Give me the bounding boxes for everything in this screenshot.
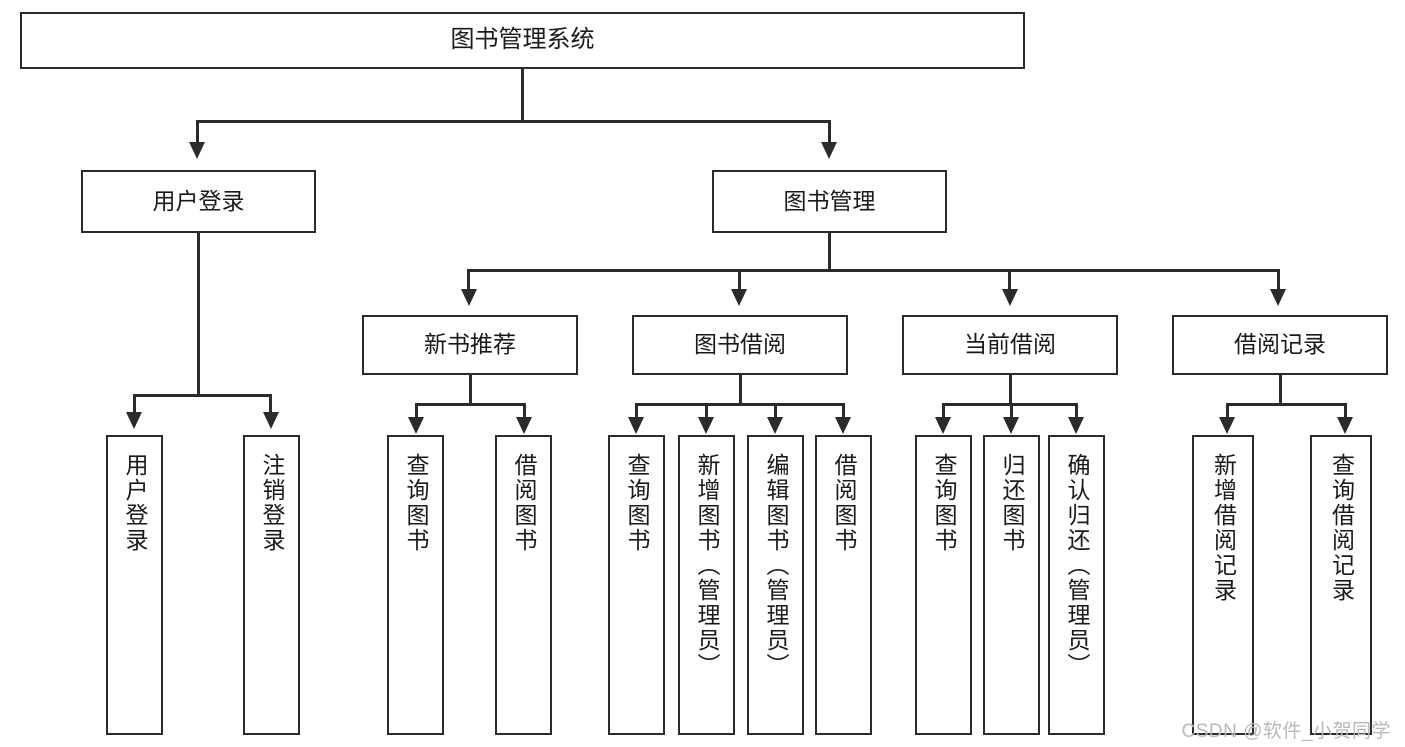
node-leaf-add-book-admin[interactable]: 新增图书（管理员） bbox=[678, 435, 735, 735]
arrow-borrow-record-leaf-2 bbox=[1337, 417, 1353, 434]
connector-user-login-stub-2 bbox=[269, 394, 272, 414]
node-leaf-return-book[interactable]: 归还图书 bbox=[983, 435, 1040, 735]
connector-current-borrow-stub-1 bbox=[942, 403, 945, 419]
connector-root-stem bbox=[521, 69, 524, 121]
node-label: 借阅记录 bbox=[1234, 331, 1326, 358]
connector-current-borrow-stub-3 bbox=[1075, 403, 1078, 419]
node-leaf-edit-book-admin[interactable]: 编辑图书（管理员） bbox=[747, 435, 804, 735]
arrow-user-login-leaf-2 bbox=[263, 412, 279, 429]
connector-book-borrow-stem bbox=[739, 375, 742, 405]
node-leaf-borrow-book-1[interactable]: 借阅图书 bbox=[495, 435, 552, 735]
node-leaf-borrow-book-2[interactable]: 借阅图书 bbox=[815, 435, 872, 735]
arrow-root-to-user-login bbox=[189, 142, 205, 159]
connector-user-login-stub-1 bbox=[133, 394, 136, 414]
connector-root-to-book-manage bbox=[828, 120, 831, 145]
connector-book-borrow-bus bbox=[635, 403, 844, 406]
arrow-to-borrow-record bbox=[1270, 289, 1286, 306]
arrow-new-book-leaf-2 bbox=[516, 417, 532, 434]
node-user-login[interactable]: 用户登录 bbox=[81, 170, 316, 233]
arrow-current-borrow-leaf-1 bbox=[935, 417, 951, 434]
connector-user-login-bus bbox=[133, 394, 271, 397]
connector-current-borrow-stub-2 bbox=[1010, 403, 1013, 419]
csdn-watermark: CSDN @软件_小贺同学 bbox=[1181, 721, 1391, 742]
node-label: 图书管理 bbox=[783, 187, 876, 214]
connector-current-borrow-stem bbox=[1009, 375, 1012, 405]
node-book-manage[interactable]: 图书管理 bbox=[712, 170, 947, 233]
node-label: 新书推荐 bbox=[424, 331, 516, 358]
arrow-to-new-book-recommend bbox=[461, 289, 477, 306]
arrow-to-book-borrow bbox=[731, 289, 747, 306]
connector-level3-stub-3 bbox=[1008, 269, 1011, 291]
node-label: 新增图书（管理员） bbox=[694, 453, 720, 678]
connector-new-book-bus bbox=[415, 403, 525, 406]
connector-new-book-stem bbox=[469, 375, 472, 405]
arrow-user-login-leaf-1 bbox=[126, 412, 142, 429]
connector-borrow-record-bus bbox=[1226, 403, 1346, 406]
node-label: 归还图书 bbox=[999, 453, 1025, 553]
node-label: 查询图书 bbox=[403, 453, 429, 553]
arrow-current-borrow-leaf-2 bbox=[1003, 417, 1019, 434]
arrow-new-book-leaf-1 bbox=[408, 417, 424, 434]
arrow-book-borrow-leaf-1 bbox=[628, 417, 644, 434]
connector-current-borrow-bus bbox=[942, 403, 1077, 406]
node-label: 借阅图书 bbox=[831, 453, 857, 553]
node-label: 用户登录 bbox=[122, 453, 148, 553]
connector-book-manage-stem bbox=[828, 233, 831, 271]
node-label: 编辑图书（管理员） bbox=[763, 453, 789, 678]
connector-book-borrow-stub-1 bbox=[635, 403, 638, 419]
node-leaf-query-borrow-record[interactable]: 查询借阅记录 bbox=[1310, 435, 1372, 735]
node-leaf-query-book-2[interactable]: 查询图书 bbox=[608, 435, 665, 735]
arrow-current-borrow-leaf-3 bbox=[1068, 417, 1084, 434]
connector-level3-bus bbox=[467, 269, 1278, 272]
node-borrow-record[interactable]: 借阅记录 bbox=[1172, 315, 1388, 375]
connector-root-bus bbox=[196, 120, 831, 123]
arrow-root-to-book-manage bbox=[821, 142, 837, 159]
connector-book-borrow-stub-3 bbox=[774, 403, 777, 419]
node-label: 注销登录 bbox=[259, 453, 285, 553]
connector-level3-stub-4 bbox=[1277, 269, 1280, 291]
node-new-book-recommend[interactable]: 新书推荐 bbox=[362, 315, 578, 375]
connector-root-to-user-login bbox=[196, 120, 199, 145]
node-leaf-confirm-return-admin[interactable]: 确认归还（管理员） bbox=[1048, 435, 1105, 735]
node-label: 确认归还（管理员） bbox=[1064, 453, 1090, 678]
node-label: 当前借阅 bbox=[964, 331, 1056, 358]
node-leaf-user-login[interactable]: 用户登录 bbox=[106, 435, 163, 735]
connector-new-book-stub-2 bbox=[523, 403, 526, 419]
connector-book-borrow-stub-4 bbox=[842, 403, 845, 419]
arrow-borrow-record-leaf-1 bbox=[1219, 417, 1235, 434]
connector-level3-stub-2 bbox=[738, 269, 741, 291]
node-label: 用户登录 bbox=[152, 187, 245, 214]
connector-level3-stub-1 bbox=[467, 269, 470, 291]
node-leaf-query-book-3[interactable]: 查询图书 bbox=[915, 435, 972, 735]
arrow-book-borrow-leaf-3 bbox=[767, 417, 783, 434]
node-leaf-logout-login[interactable]: 注销登录 bbox=[243, 435, 300, 735]
node-leaf-add-borrow-record[interactable]: 新增借阅记录 bbox=[1192, 435, 1254, 735]
node-leaf-query-book-1[interactable]: 查询图书 bbox=[387, 435, 444, 735]
node-label: 查询图书 bbox=[931, 453, 957, 553]
arrow-book-borrow-leaf-2 bbox=[698, 417, 714, 434]
node-book-borrow[interactable]: 图书借阅 bbox=[632, 315, 848, 375]
connector-user-login-stem bbox=[197, 233, 200, 396]
node-root-book-management-system[interactable]: 图书管理系统 bbox=[20, 12, 1025, 69]
node-label: 图书管理系统 bbox=[450, 26, 595, 54]
connector-borrow-record-stem bbox=[1279, 375, 1282, 405]
node-label: 查询图书 bbox=[624, 453, 650, 553]
connector-new-book-stub-1 bbox=[415, 403, 418, 419]
node-label: 借阅图书 bbox=[511, 453, 537, 553]
arrow-to-current-borrow bbox=[1002, 289, 1018, 306]
arrow-book-borrow-leaf-4 bbox=[835, 417, 851, 434]
connector-book-borrow-stub-2 bbox=[705, 403, 708, 419]
node-current-borrow[interactable]: 当前借阅 bbox=[902, 315, 1118, 375]
connector-borrow-record-stub-1 bbox=[1226, 403, 1229, 419]
node-label: 图书借阅 bbox=[694, 331, 786, 358]
node-label: 新增借阅记录 bbox=[1210, 453, 1237, 603]
connector-borrow-record-stub-2 bbox=[1344, 403, 1347, 419]
node-label: 查询借阅记录 bbox=[1328, 453, 1355, 603]
